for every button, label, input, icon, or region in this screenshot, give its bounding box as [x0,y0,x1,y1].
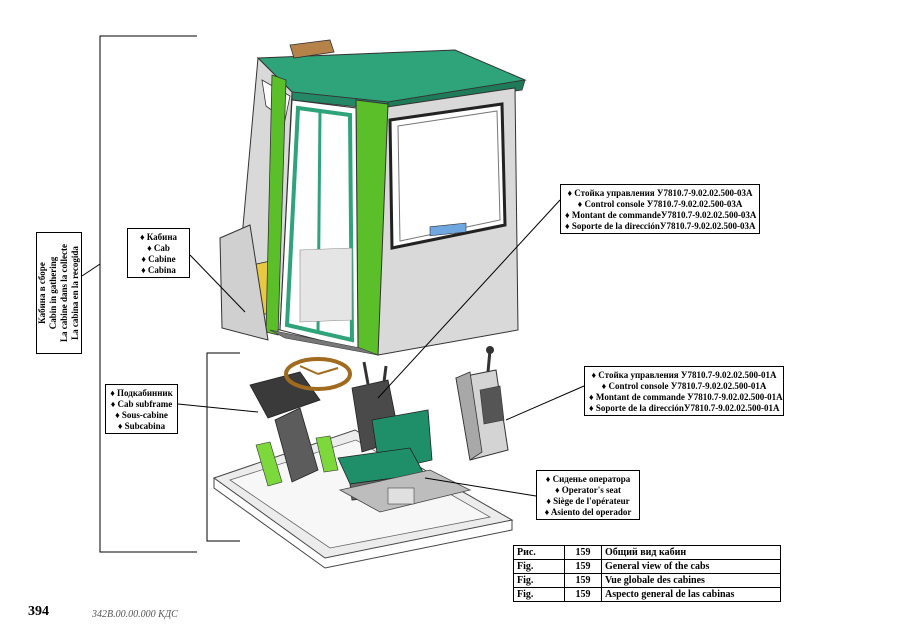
figure-prefix: Fig. [513,559,565,574]
console-03a-label-box: ♦ Стойка управления У7810.7-9.02.02.500-… [560,184,760,234]
console-01a-drawing [455,346,509,461]
subframe-label-es: ♦ Subcabina [117,421,166,431]
figure-row-es: Fig. 159 Aspecto general de las cabinas [513,587,781,602]
figure-number: 159 [564,545,602,560]
cab-label-es: ♦ Cabina [141,265,176,275]
subframe-label-fr: ♦ Sous-cabine [115,410,168,420]
console-03a-label-ru: ♦ Стойка управления У7810.7-9.02.02.500-… [567,188,753,198]
assembly-label-fr: La cabine dans la collecte [59,244,69,342]
figure-prefix: Fig. [513,573,565,588]
assembly-label: Кабина в сборе Cabin in gathering La cab… [37,244,81,342]
subframe-drawing [212,357,514,569]
assembly-label-es: La cabina en la recogida [70,246,80,340]
console-01a-label-fr: ♦ Montant de commande У7810.7-9.02.02.50… [589,392,783,402]
assembly-label-box: Кабина в сборе Cabin in gathering La cab… [36,232,82,354]
page-number: 394 [28,604,49,619]
cab-label-fr: ♦ Cabine [141,254,176,264]
seat-label-es: ♦ Asiento del operador [544,507,632,517]
cab-drawing [219,39,527,356]
assembly-bracket [81,35,240,553]
console-01a-label-en: ♦ Control console У7810.7-9.02.02.500-01… [601,381,767,391]
figure-row-en: Fig. 159 General view of the cabs [513,559,781,574]
figure-number: 159 [564,573,602,588]
figure-row-ru: Рис. 159 Общий вид кабин [513,545,781,560]
figure-caption-table: Рис. 159 Общий вид кабин Fig. 159 Genera… [513,545,781,602]
seat-label-ru: ♦ Сиденье оператора [545,474,631,484]
seat-label-en: ♦ Operator's seat [554,485,622,495]
console-01a-label-ru: ♦ Стойка управления У7810.7-9.02.02.500-… [591,370,777,380]
console-03a-label-fr: ♦ Montant de commandeУ7810.7-9.02.02.500… [565,210,757,220]
seat-label-box: ♦ Сиденье оператора ♦ Operator's seat ♦ … [536,470,640,520]
figure-caption: Общий вид кабин [601,545,781,560]
figure-number: 159 [564,559,602,574]
seat-label-fr: ♦ Siège de l'opérateur [546,496,630,506]
subframe-label-box: ♦ Подкабинник ♦ Cab subframe ♦ Sous-cabi… [105,384,178,434]
document-code: 342В.00.00.000 КДС [92,609,178,620]
assembly-label-en: Cabin in gathering [48,256,58,330]
console-01a-label-box: ♦ Стойка управления У7810.7-9.02.02.500-… [584,366,784,416]
figure-caption: General view of the cabs [601,559,781,574]
console-01a-label-es: ♦ Soporte de la direcciónУ7810.7-9.02.02… [589,403,780,413]
cab-label-ru: ♦ Кабина [139,232,178,242]
assembly-label-ru: Кабина в сборе [37,262,47,324]
figure-prefix: Fig. [513,587,565,602]
subframe-label-en: ♦ Cab subframe [110,399,173,409]
figure-caption: Vue globale des cabines [601,573,781,588]
cab-label-en: ♦ Cab [147,243,170,253]
subframe-label-ru: ♦ Подкабинник [110,388,173,398]
figure-row-fr: Fig. 159 Vue globale des cabines [513,573,781,588]
console-03a-label-es: ♦ Soporte de la direcciónУ7810.7-9.02.02… [565,221,756,231]
figure-number: 159 [564,587,602,602]
cab-label-box: ♦ Кабина ♦ Cab ♦ Cabine ♦ Cabina [127,228,190,278]
figure-caption: Aspecto general de las cabinas [601,587,781,602]
figure-prefix: Рис. [513,545,565,560]
console-03a-label-en: ♦ Control console У7810.7-9.02.02.500-03… [577,199,743,209]
leader-lines [177,199,585,497]
